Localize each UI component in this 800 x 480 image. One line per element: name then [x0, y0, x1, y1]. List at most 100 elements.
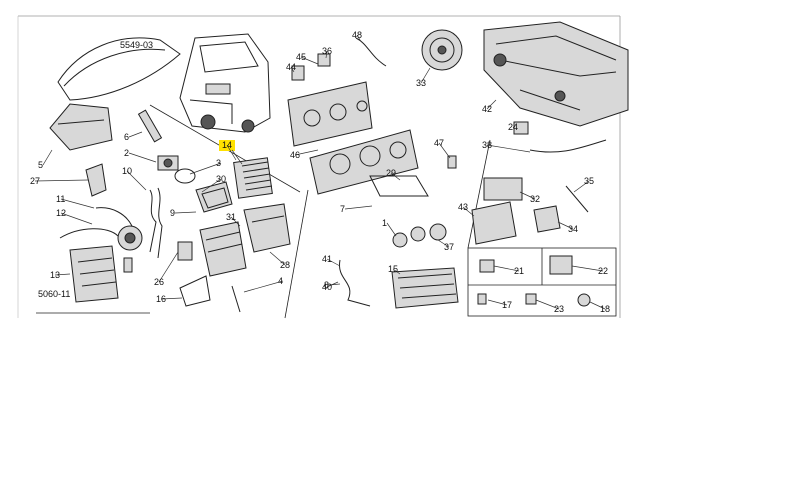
part-label-5[interactable]: 5: [38, 160, 43, 170]
section-divider-1: [284, 189, 309, 319]
leader-line: [174, 211, 197, 214]
condenser-13: [69, 245, 119, 303]
part-label-13[interactable]: 13: [50, 270, 60, 280]
part-label-16[interactable]: 16: [156, 294, 166, 304]
part-label-4[interactable]: 4: [278, 276, 283, 286]
leader-line: [487, 299, 508, 306]
cabin-filter: [233, 157, 273, 199]
bracket-27: [85, 163, 107, 197]
leader-line: [54, 273, 71, 276]
leader-line: [486, 144, 531, 153]
part-label-46[interactable]: 46: [290, 150, 300, 160]
leader-line: [493, 265, 520, 272]
part-label-38[interactable]: 38: [482, 140, 492, 150]
pipe-10: [149, 189, 157, 253]
part-label-31[interactable]: 31: [226, 212, 236, 222]
part-label-11[interactable]: 11: [56, 194, 65, 204]
part-label-35[interactable]: 35: [584, 176, 594, 186]
clip-22: [549, 255, 573, 275]
part-label-6[interactable]: 6: [124, 132, 129, 142]
leader-line: [437, 239, 450, 248]
part-label-14[interactable]: 14: [222, 140, 232, 150]
hood-panel: [57, 37, 181, 101]
air-duct-housing: [49, 103, 113, 151]
part-label-43[interactable]: 43: [458, 202, 468, 212]
part-label-34[interactable]: 34: [568, 224, 578, 234]
part-label-2[interactable]: 2: [124, 148, 129, 158]
part-label-10[interactable]: 10: [122, 166, 132, 176]
filter-frame-30: [195, 181, 233, 213]
part-label-26[interactable]: 26: [154, 277, 164, 287]
leader-line: [189, 162, 222, 175]
seal-ring: [174, 168, 196, 184]
part-label-32[interactable]: 32: [530, 194, 540, 204]
hoses-40: [339, 259, 371, 307]
part-label-45[interactable]: 45: [296, 52, 306, 62]
part-label-9[interactable]: 9: [170, 208, 175, 218]
part-label-33[interactable]: 33: [416, 78, 426, 88]
knobs-1: [392, 223, 447, 248]
leader-line: [269, 251, 286, 266]
blower-motor-left: [157, 155, 179, 171]
part-label-18[interactable]: 18: [600, 304, 610, 314]
wire-48: [355, 37, 387, 67]
drain-tube-4: [231, 285, 241, 313]
part-label-3[interactable]: 3: [216, 158, 221, 168]
leader-line: [386, 222, 397, 237]
compressor: [59, 225, 143, 251]
part-label-36[interactable]: 36: [322, 46, 332, 56]
sensor-34: [533, 205, 561, 233]
switch-44: [291, 65, 305, 81]
leader-line: [392, 268, 401, 275]
part-label-27[interactable]: 27: [30, 176, 40, 186]
harness-29: [369, 175, 429, 197]
leader-line: [60, 198, 95, 209]
control-panel-bezel: [309, 129, 419, 195]
switch-36: [317, 53, 331, 67]
leader-line: [512, 126, 515, 129]
part-label-48[interactable]: 48: [352, 30, 362, 40]
part-label-15[interactable]: 15: [388, 264, 398, 274]
part-label-8[interactable]: 8: [324, 280, 329, 290]
leader-line: [573, 180, 590, 193]
module-43: [471, 201, 517, 245]
part-label-21[interactable]: 21: [514, 266, 524, 276]
part-label-44[interactable]: 44: [286, 62, 296, 72]
leader-line: [356, 34, 361, 41]
leader-line: [34, 179, 89, 182]
part-label-28[interactable]: 28: [280, 260, 290, 270]
leader-line: [519, 191, 536, 200]
part-label-12[interactable]: 12: [56, 208, 66, 218]
leader-line: [128, 152, 157, 163]
leader-line: [126, 170, 147, 191]
part-label-23[interactable]: 23: [554, 304, 564, 314]
part-label-37[interactable]: 37: [444, 242, 454, 252]
part-label-24[interactable]: 24: [508, 122, 518, 132]
leader-line: [535, 299, 560, 310]
leader-line: [486, 99, 497, 110]
leader-line: [325, 50, 328, 59]
leader-line: [557, 221, 574, 230]
leader-line: [243, 280, 284, 293]
leader-line: [230, 216, 241, 227]
part-label-7[interactable]: 7: [340, 204, 345, 214]
part-label-29[interactable]: 29: [386, 168, 396, 178]
part-label-41[interactable]: 41: [322, 254, 332, 264]
grommet-23: [525, 293, 537, 305]
part-label-47[interactable]: 47: [434, 138, 444, 148]
part-label-40[interactable]: 40: [322, 282, 332, 292]
hvac-housing: [199, 203, 291, 277]
leader-line: [201, 178, 222, 193]
part-label-1[interactable]: 1: [382, 218, 387, 228]
leader-line: [326, 258, 341, 267]
part-label-22[interactable]: 22: [598, 266, 608, 276]
heater-core: [391, 267, 459, 309]
actuator-26: [177, 241, 193, 261]
part-label-17[interactable]: 17: [502, 300, 512, 310]
bushing-21: [479, 259, 495, 273]
part-label-30[interactable]: 30: [216, 174, 226, 184]
pipe-10b: [157, 187, 163, 259]
bracket-16: [179, 275, 211, 307]
part-label-42[interactable]: 42: [482, 104, 492, 114]
